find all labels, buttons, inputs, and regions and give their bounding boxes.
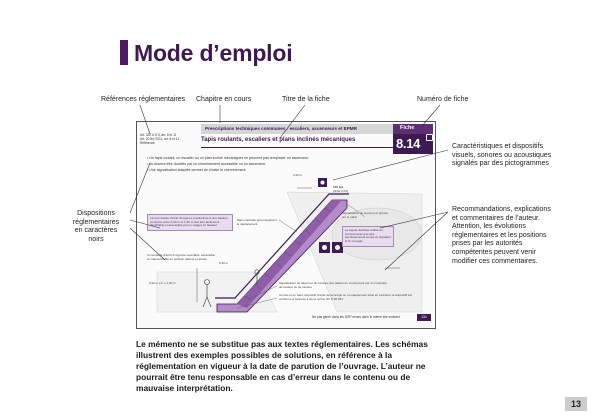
callout-titre-fiche: Titre de la fiche <box>282 96 330 103</box>
note-right-2: Le signal d’arrivée visible au sommet ai… <box>342 226 394 247</box>
bottom-note-1: Signalisation du départ et de l’arrivée … <box>279 281 387 289</box>
pictogram-icon <box>426 134 433 141</box>
fiche-number: 8.14 <box>396 136 421 151</box>
fiche-bullet: Ils doivent être doublés par un cheminem… <box>147 162 266 166</box>
fiche-page-badge: 131 <box>417 314 431 321</box>
dim-label: 0,30 m <box>219 261 229 265</box>
bottom-note-2: Ce bas et en haut, dispositif d’arrêt de… <box>279 293 412 301</box>
callout-recommandations: Recommandations, explications et comment… <box>452 206 551 265</box>
fiche-chapter: Prescriptions techniques communes : esca… <box>205 125 357 131</box>
fiche-footer-note: Ne pas gêner dans les DRP relues dans le… <box>312 315 400 319</box>
fiche-label-bar <box>393 124 433 134</box>
lux-label: 150 lux <box>333 185 344 189</box>
fiche-bullet: Une signalisation adaptée permet de choi… <box>147 168 246 172</box>
callout-chapitre: Chapitre en cours <box>196 96 252 103</box>
callout-caracteristiques: Caractéristiques et dispositifs visuels,… <box>452 143 552 168</box>
note-left: La commande d’arrêt d’urgence positionné… <box>147 214 233 232</box>
disclaimer-paragraph: Le mémento ne se substitue pas aux texte… <box>136 339 428 393</box>
note-right-1: Signalisation du sommet et arrivée sur l… <box>342 211 389 219</box>
callout-dispositions: Dispositions réglementaires en caractère… <box>72 210 120 243</box>
fiche-label: Fiche <box>400 125 415 131</box>
fiche-subtitle: Tapis roulants, escaliers et plans incli… <box>201 137 356 143</box>
callout-numero-fiche: Numéro de fiche <box>417 96 469 103</box>
fiche-bullet: Un tapis roulant, un escalier ou un plan… <box>147 156 309 160</box>
lux-note: (fiche 9.03) <box>333 189 349 193</box>
dim-label: 0,20 m <box>293 173 303 177</box>
page-title: Mode d’emploi <box>134 40 293 66</box>
title-accent-bar <box>120 40 128 65</box>
callout-references: Références réglementaires <box>101 96 186 103</box>
note-main-courante: Main courante accompagnant le déplacemen… <box>237 218 277 226</box>
fiche-chapter-bar <box>201 124 393 134</box>
fiche-page: Art. 3AT.U 5 5, art. 8 et 11 Art. 20 fév… <box>136 121 436 329</box>
fiche-references: Art. 3AT.U 5 5, art. 8 et 11 Art. 20 fév… <box>140 133 180 146</box>
fiche-title-rule <box>201 147 393 148</box>
page-number: 13 <box>565 397 587 411</box>
hauteur-label: 0,90 m ≤ h ≤ 1,30 m <box>149 281 176 285</box>
note-commande: Commande d’arrêt d’urgence repérable, ac… <box>147 253 216 261</box>
